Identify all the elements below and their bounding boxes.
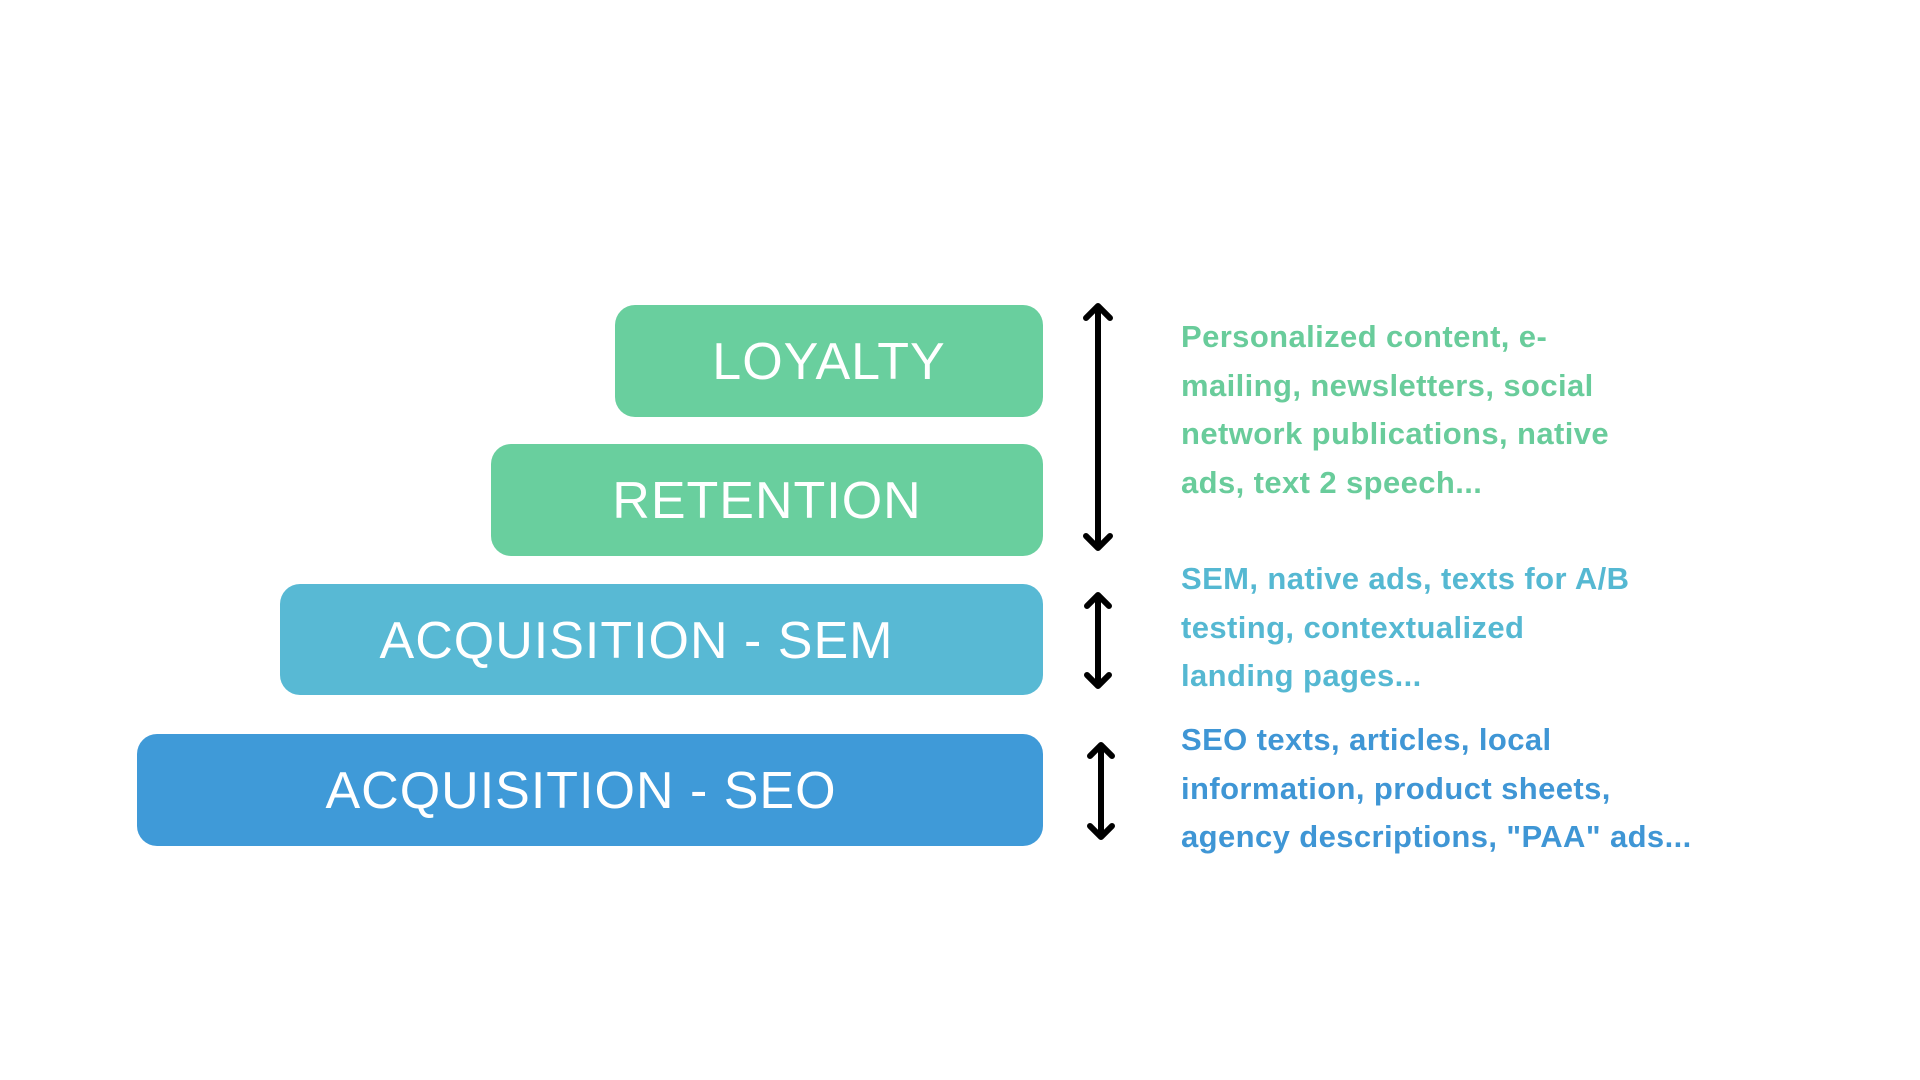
description-line: ads, text 2 speech... bbox=[1181, 464, 1483, 500]
description-acquisition-seo: SEO texts, articles, local information, … bbox=[1181, 716, 1692, 862]
description-line: testing, contextualized bbox=[1181, 609, 1525, 645]
description-line: landing pages... bbox=[1181, 658, 1422, 693]
description-line: mailing, newsletters, social bbox=[1181, 367, 1594, 403]
stage-loyalty: LOYALTY bbox=[615, 305, 1043, 417]
stage-label-loyalty: LOYALTY bbox=[712, 333, 946, 391]
stage-acquisition-sem: ACQUISITION - SEM bbox=[280, 584, 1043, 695]
double-arrow-seo-icon bbox=[1087, 742, 1115, 840]
stage-retention: RETENTION bbox=[491, 444, 1043, 556]
stage-acquisition-seo: ACQUISITION - SEO bbox=[137, 734, 1043, 846]
description-line: network publications, native bbox=[1181, 416, 1610, 451]
description-line: SEO texts, articles, local bbox=[1181, 722, 1552, 757]
stage-label-acquisition-sem: ACQUISITION - SEM bbox=[379, 611, 894, 670]
double-arrow-loyalty-retention-icon bbox=[1083, 303, 1113, 551]
description-line: Personalized content, e- bbox=[1181, 319, 1548, 354]
description-line: agency descriptions, "PAA" ads... bbox=[1181, 819, 1692, 854]
double-arrow-sem-icon bbox=[1084, 592, 1112, 689]
stage-label-retention: RETENTION bbox=[612, 472, 922, 530]
description-line: information, product sheets, bbox=[1181, 770, 1611, 806]
description-loyalty-retention: Personalized content, e- mailing, newsle… bbox=[1181, 313, 1609, 507]
description-acquisition-sem: SEM, native ads, texts for A/B testing, … bbox=[1181, 555, 1629, 701]
stage-label-acquisition-seo: ACQUISITION - SEO bbox=[325, 762, 837, 820]
description-line: SEM, native ads, texts for A/B bbox=[1181, 561, 1630, 596]
